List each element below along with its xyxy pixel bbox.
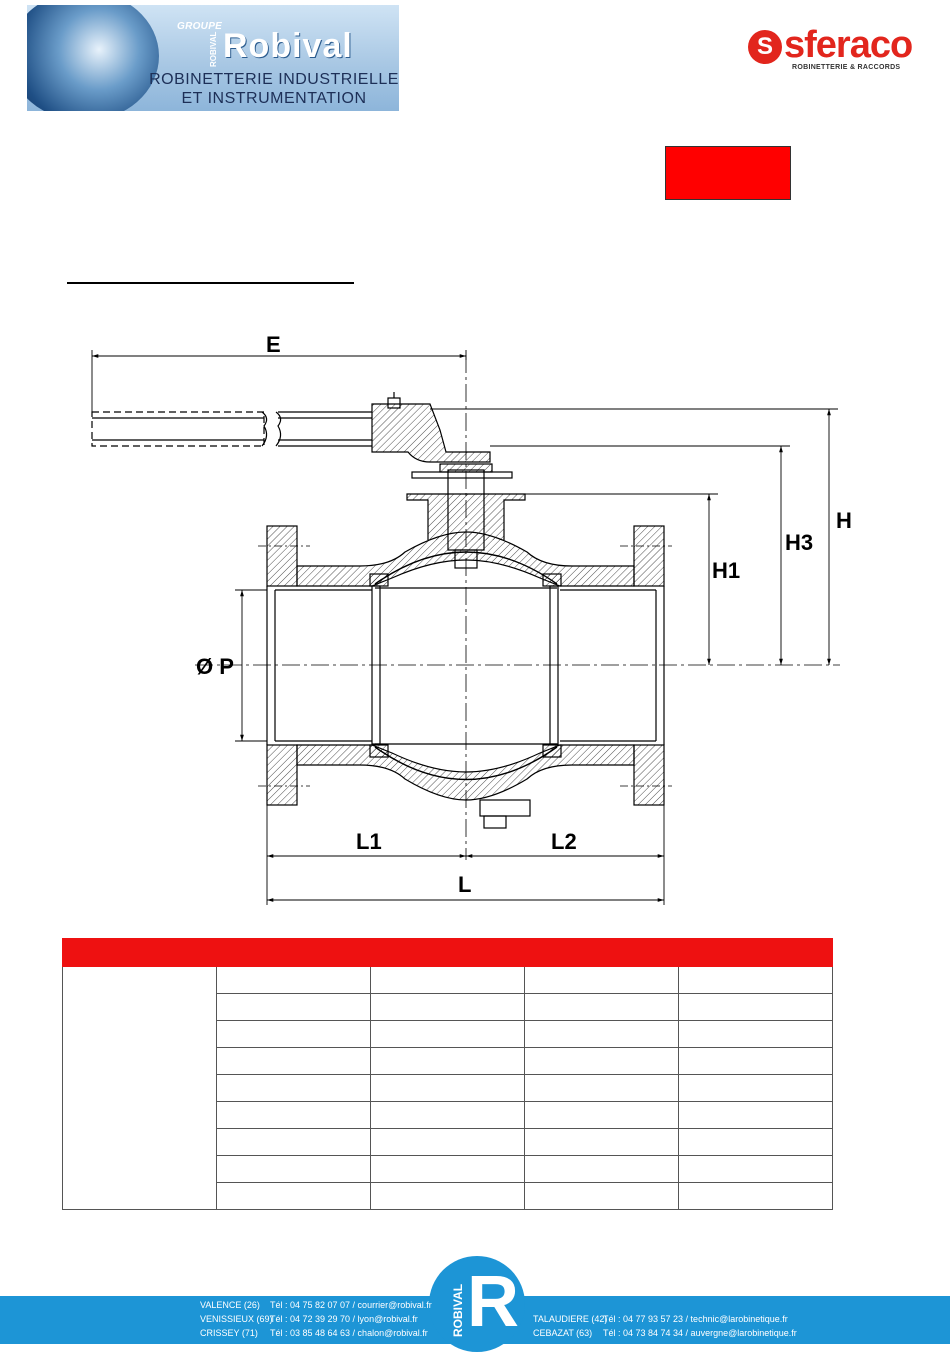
table-row [63,1155,833,1183]
section-title-underline [67,282,354,284]
table-cell [678,1128,833,1156]
center-lines [195,355,840,860]
footer-contact: Tél : 04 75 82 07 07 / courrier@robival.… [270,1300,432,1310]
label-E: E [266,332,281,357]
label-H3: H3 [785,530,813,555]
table-cell [216,1128,371,1156]
sferaco-swirl-icon: S [748,30,782,64]
ball-valve-drawing: E H H3 H1 Ø P L1 L2 L [91,332,852,905]
table-cell [370,1128,525,1156]
label-H: H [836,508,852,533]
table-header-cell [62,938,217,967]
table-row [63,1182,833,1210]
table-cell [678,966,833,994]
table-header-cell [524,938,679,967]
table-cell [370,1020,525,1048]
table-cell [524,1182,679,1210]
sferaco-logo: S sferaco ROBINETTERIE & RACCORDS [748,24,928,76]
table-cell [524,1128,679,1156]
robival-tagline-2: ET INSTRUMENTATION [181,90,367,107]
table-cell [524,1047,679,1075]
table-cell [524,1155,679,1183]
footer-city: VALENCE (26) [200,1300,260,1310]
table-cell [678,1101,833,1129]
footer-emblem-text: ROBIVAL [451,1283,465,1337]
footer-city: TALAUDIERE (42) [533,1314,608,1324]
table-cell [370,1074,525,1102]
table-cell [678,993,833,1021]
table-row [63,993,833,1021]
table-cell [524,1101,679,1129]
footer-city: CEBAZAT (63) [533,1328,593,1338]
table-cell [524,1074,679,1102]
table-cell [678,1182,833,1210]
dimension-lines [91,350,838,905]
footer-city: VENISSIEUX (69) [200,1314,273,1324]
footer-contact: Tél : 04 72 39 29 70 / lyon@robival.fr [270,1314,418,1324]
table-cell [216,1074,371,1102]
table-cell [678,1074,833,1102]
label-diameter-P: Ø P [196,654,234,679]
footer-city: CRISSEY (71) [200,1328,258,1338]
robival-logo-sphere [27,5,159,111]
table-cell [216,1182,371,1210]
table-cell [370,1182,525,1210]
table-cell [370,993,525,1021]
label-L1: L1 [356,829,382,854]
sferaco-brand-name: sferaco [784,24,913,66]
reference-red-box [665,146,791,200]
footer-contact: Tél : 04 73 84 74 34 / auvergne@larobine… [603,1328,797,1338]
table-cell [370,966,525,994]
valve-handle [91,392,491,463]
table-cell [370,1047,525,1075]
label-L: L [458,872,471,897]
robival-vertical-text: ROBIVAL [209,31,218,67]
table-cell [216,1101,371,1129]
table-row [63,1047,833,1075]
footer-contact: Tél : 04 77 93 57 23 / technic@larobinet… [603,1314,788,1324]
dimensions-table [62,938,833,1210]
footer-emblem-letter: R [467,1262,519,1342]
table-group-cell [62,966,217,1210]
table-row [62,966,833,1210]
table-cell [370,1101,525,1129]
table-header-row [62,938,833,967]
footer-robival-emblem [429,1256,525,1352]
table-cell [524,993,679,1021]
table-cell [216,1155,371,1183]
table-header-cell [370,938,525,967]
sferaco-mark: S [756,33,773,60]
table-cell [216,993,371,1021]
table-cell [370,1155,525,1183]
label-H1: H1 [712,558,740,583]
label-L2: L2 [551,829,577,854]
table-cell [524,1020,679,1048]
robival-tagline-1: ROBINETTERIE INDUSTRIELLE [149,71,399,88]
table-header-cell [216,938,371,967]
robival-groupe-text: GROUPE [177,21,223,32]
table-row [63,1074,833,1102]
table-cell [678,1155,833,1183]
robival-brand-name: Robival [223,27,353,65]
table-cell [216,966,371,994]
sferaco-subtitle: ROBINETTERIE & RACCORDS [792,64,901,71]
robival-logo: GROUPE ROBIVAL Robival ROBINETTERIE INDU… [27,5,399,111]
footer-contact: Tél : 03 85 48 64 63 / chalon@robival.fr [270,1328,428,1338]
table-cell [216,1047,371,1075]
valve-body [258,463,672,829]
table-row [63,1020,833,1048]
table-cell [678,1047,833,1075]
table-cell [216,1020,371,1048]
table-cell [678,1020,833,1048]
table-header-cell [678,938,833,967]
table-cell [524,966,679,994]
